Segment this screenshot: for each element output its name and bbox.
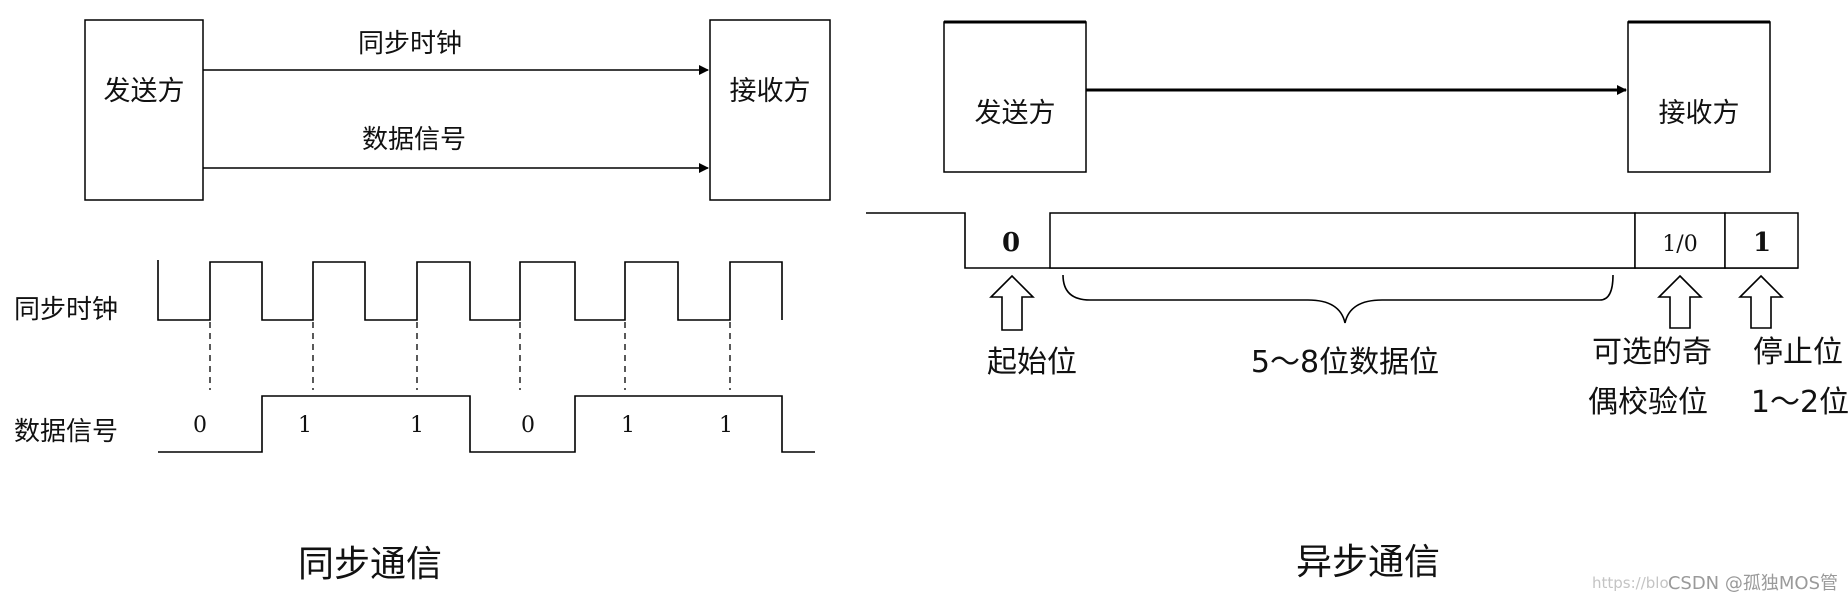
watermark-faint-text: https://blo xyxy=(1592,574,1669,592)
sync-bit: 1 xyxy=(410,413,424,438)
watermark-background xyxy=(1586,566,1848,596)
stop-label-line1: 停止位 xyxy=(1753,335,1843,370)
start-bit-pointer-arrow xyxy=(989,274,1035,331)
parity-bit-pointer-arrow xyxy=(1657,274,1703,329)
data-bits-label: 5～8位数据位 xyxy=(1251,345,1439,380)
sync-section: 发送方 接收方 同步时钟 数据信号 同步时钟 数据信号 0 1 1 0 1 1 … xyxy=(14,19,831,585)
async-section: 发送方 接收方 0 1/0 1 起始位 5～8位数据位 可选的奇 偶校验位 停止… xyxy=(866,20,1848,583)
async-sender-label: 发送方 xyxy=(975,98,1056,129)
stop-bit-value: 1 xyxy=(1753,228,1771,258)
sync-bit: 0 xyxy=(521,413,535,438)
async-receiver-label: 接收方 xyxy=(1659,98,1740,129)
data-bits-field xyxy=(1049,212,1636,269)
stop-bit-pointer-arrow xyxy=(1738,274,1784,329)
data-bits-brace xyxy=(1062,274,1614,324)
watermark: https://blo CSDN @孤独MOS管 xyxy=(1586,566,1848,596)
sync-clock-row-label: 同步时钟 xyxy=(14,295,118,325)
parity-bit-field xyxy=(1634,212,1726,269)
stop-bit-field xyxy=(1724,212,1799,269)
async-receiver-box xyxy=(1627,21,1771,173)
parity-label-line1: 可选的奇 xyxy=(1592,335,1712,370)
async-caption: 异步通信 xyxy=(1296,542,1440,583)
sync-clock-arrow-label: 同步时钟 xyxy=(358,29,462,59)
start-bit-value: 0 xyxy=(1002,228,1020,258)
sync-bit: 1 xyxy=(621,413,635,438)
sync-receiver-box xyxy=(709,19,831,201)
data-waveform xyxy=(158,395,815,453)
sync-data-row-label: 数据信号 xyxy=(14,417,118,447)
sync-sender-box xyxy=(84,19,204,201)
async-sender-box xyxy=(943,21,1087,173)
watermark-text: CSDN @孤独MOS管 xyxy=(1668,573,1838,594)
parity-label-line2: 偶校验位 xyxy=(1588,385,1708,420)
stop-label-line2: 1～2位 xyxy=(1751,385,1848,420)
parity-bit-value: 1/0 xyxy=(1662,232,1697,257)
sync-data-arrow-label: 数据信号 xyxy=(362,125,466,155)
sync-caption: 同步通信 xyxy=(298,544,442,585)
clock-waveform xyxy=(157,260,783,321)
start-bit-label: 起始位 xyxy=(987,345,1077,380)
sync-bit: 1 xyxy=(298,413,312,438)
sync-bit: 1 xyxy=(719,413,733,438)
sync-receiver-label: 接收方 xyxy=(730,76,811,107)
sync-bit: 0 xyxy=(193,413,207,438)
sync-sender-label: 发送方 xyxy=(104,76,185,107)
